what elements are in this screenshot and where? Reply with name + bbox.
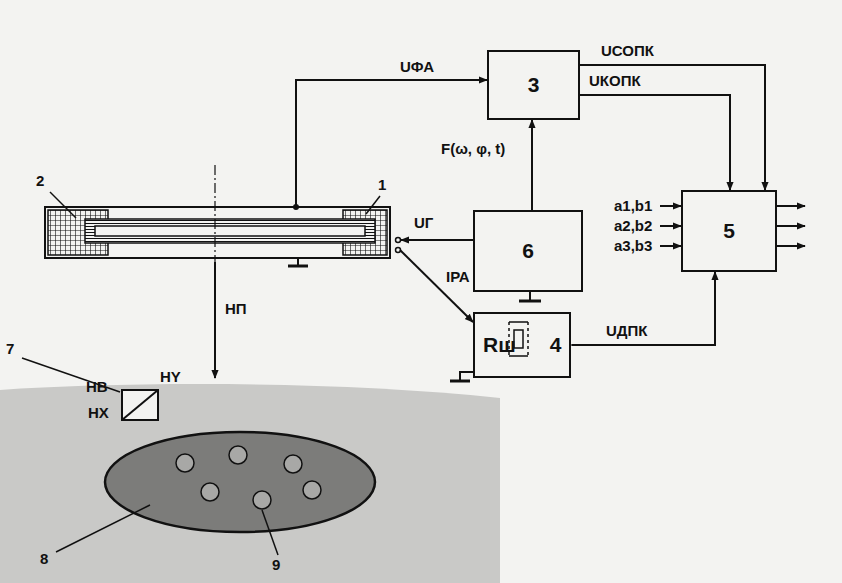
- signal-name: UСОПК: [600, 42, 655, 60]
- signal-name: IРА: [446, 268, 470, 286]
- signal-name: UКОПК: [588, 72, 642, 90]
- field-element: [122, 390, 158, 420]
- signal-name: HX: [88, 404, 109, 422]
- wires: [215, 80, 805, 378]
- process-box: 5: [681, 190, 777, 272]
- signal-name: a2,b2: [614, 217, 652, 235]
- terminal: [396, 238, 401, 243]
- signal-name: a3,b3: [614, 237, 652, 255]
- callout-number: 8: [40, 550, 48, 568]
- signal-name: UГ: [414, 214, 433, 232]
- signal-name: UФА: [400, 58, 434, 76]
- process-box: 6: [473, 210, 583, 292]
- inclusions: [176, 446, 321, 509]
- sensor-coil: [45, 207, 390, 258]
- callout-number: 9: [272, 556, 280, 574]
- signal-name: F(ω, φ, t): [440, 140, 506, 158]
- signal-name: HB: [86, 378, 108, 396]
- process-box: Rш 4: [473, 312, 571, 378]
- leader-line: [22, 192, 380, 555]
- block-number: 4: [550, 333, 562, 357]
- block-number: 6: [522, 239, 534, 263]
- signal-connector: [571, 272, 715, 345]
- block-number: 3: [528, 73, 540, 97]
- signal-name: UДПК: [605, 322, 648, 340]
- component-label: Rш: [483, 333, 516, 357]
- signal-connector: [580, 65, 765, 190]
- ground-symbol: [288, 258, 541, 381]
- ground-region: [0, 384, 500, 583]
- signal-name: a1,b1: [614, 197, 652, 215]
- deposit-body: [105, 432, 375, 532]
- callout-number: 1: [378, 176, 386, 194]
- terminal: [396, 248, 401, 253]
- signal-name: HY: [160, 368, 181, 386]
- axis-line: [214, 165, 215, 262]
- signal-name: HП: [225, 300, 247, 318]
- callout-number: 2: [36, 172, 44, 190]
- process-box: 3: [487, 50, 580, 120]
- callout-number: 7: [6, 340, 14, 358]
- signal-connector: [580, 95, 730, 190]
- signal-connector: [531, 120, 533, 210]
- block-number: 5: [723, 219, 735, 243]
